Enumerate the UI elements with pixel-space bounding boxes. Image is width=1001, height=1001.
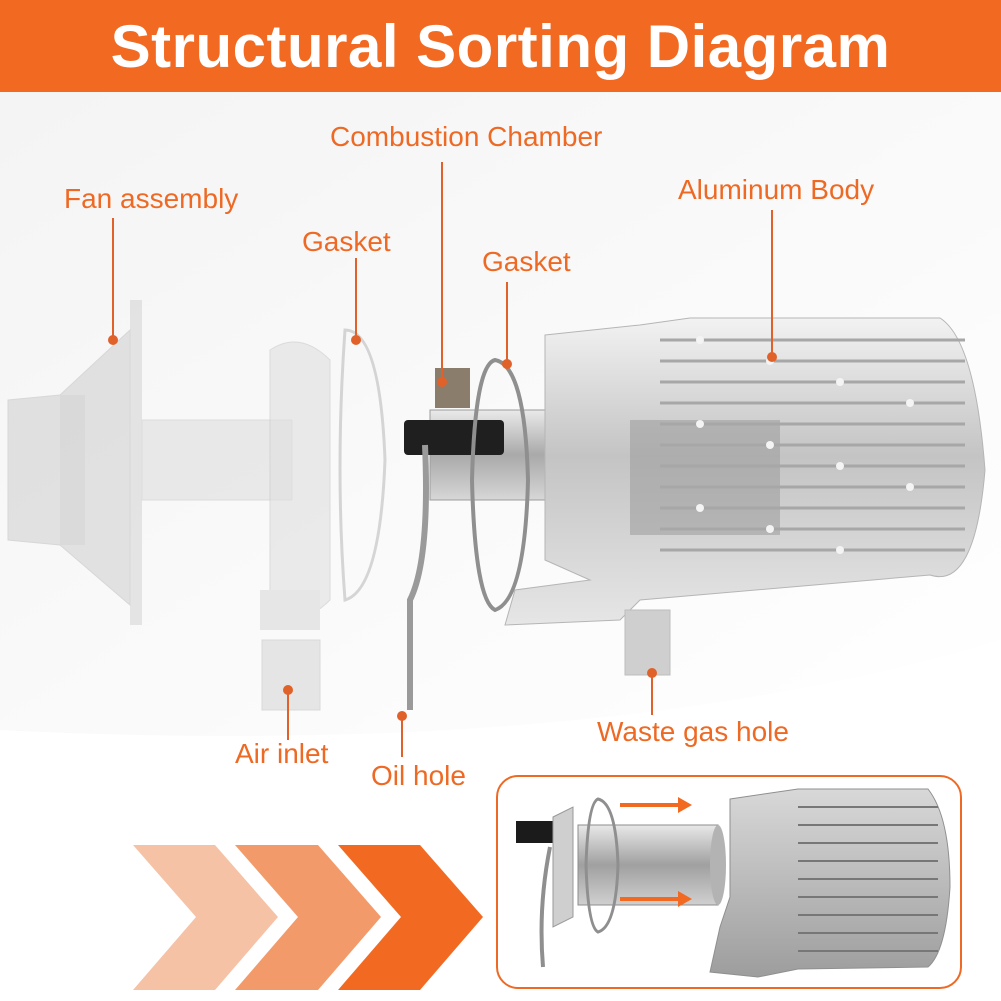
inset-connector: [516, 821, 556, 843]
leader-dot-aluminum-body: [767, 352, 777, 362]
fin-rivet: [836, 462, 844, 470]
fin-rivet: [696, 420, 704, 428]
inset-arrows: [620, 797, 692, 907]
aluminum-body-part: [504, 317, 986, 676]
fin-rivet: [766, 441, 774, 449]
chevron-arrow-1: [133, 845, 278, 990]
title-banner: Structural Sorting Diagram: [0, 0, 1001, 92]
chevron-arrow-2: [235, 845, 381, 990]
label-combustion-chamber: Combustion Chamber: [330, 121, 603, 152]
fin-rivet: [906, 483, 914, 491]
label-gasket-left: Gasket: [302, 226, 391, 257]
aluminum-body-fins: [660, 336, 965, 554]
label-fan-assembly: Fan assembly: [64, 183, 239, 214]
inset-gasket: [584, 797, 620, 934]
fin-rivet: [696, 336, 704, 344]
leader-dot-air-inlet: [283, 685, 293, 695]
label-waste-gas-hole: Waste gas hole: [597, 716, 789, 747]
inset-tube: [577, 824, 719, 906]
leader-dot-gasket-right: [502, 359, 512, 369]
label-air-inlet: Air inlet: [235, 738, 329, 769]
fin-rivet: [696, 504, 704, 512]
leader-dot-fan-assembly: [108, 335, 118, 345]
leader-dot-oil-hole: [397, 711, 407, 721]
fin-rivet: [906, 399, 914, 407]
fin-rivet: [766, 525, 774, 533]
inset-body-fins: [798, 806, 938, 952]
assembled-view-inset: [496, 775, 962, 989]
leader-dot-combustion-chamber: [437, 377, 447, 387]
gasket-right-part: [469, 357, 531, 613]
label-oil-hole: Oil hole: [371, 760, 466, 791]
chevron-arrow-3: [338, 845, 483, 990]
fin-rivet: [836, 546, 844, 554]
fan-assembly-part: [7, 300, 293, 625]
page-title: Structural Sorting Diagram: [110, 12, 891, 80]
leader-dot-waste-gas-hole: [647, 668, 657, 678]
label-gasket-right: Gasket: [482, 246, 571, 277]
chevron-arrows: [133, 845, 483, 990]
assembled-view-illustration: [516, 788, 951, 978]
air-intake-housing-part: [260, 328, 387, 711]
leader-dot-gasket-left: [351, 335, 361, 345]
inset-body: [709, 788, 951, 978]
fin-rivet: [836, 378, 844, 386]
label-aluminum-body: Aluminum Body: [678, 174, 875, 205]
